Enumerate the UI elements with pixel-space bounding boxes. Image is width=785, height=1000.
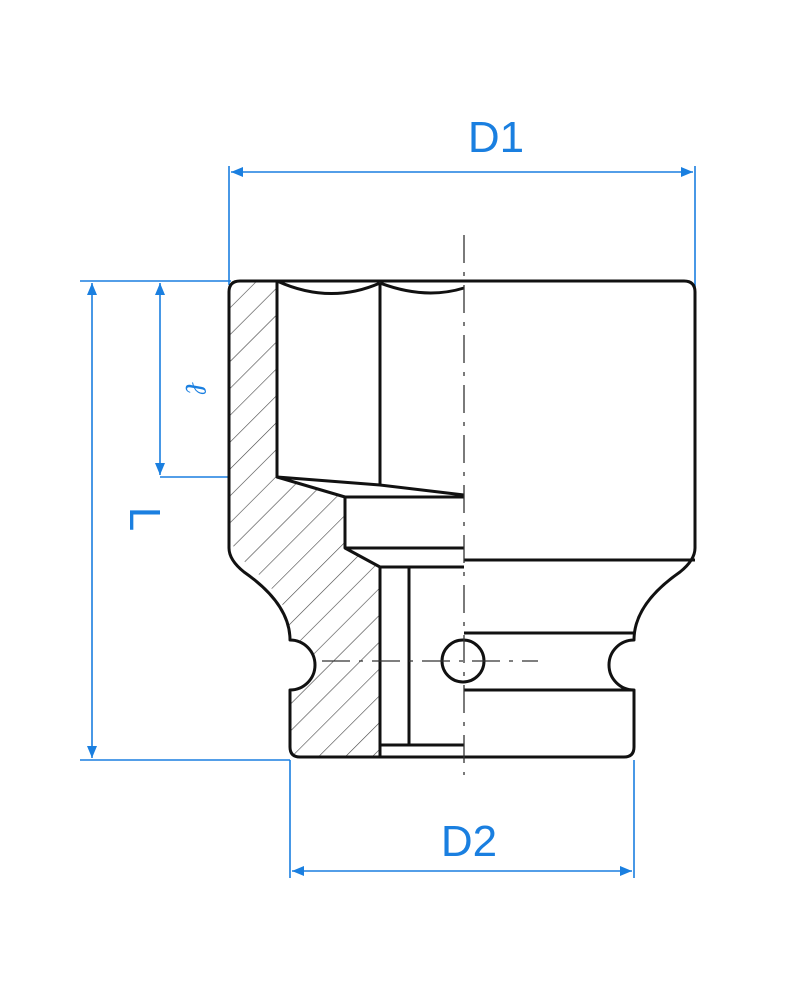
hex-facet-curve-right xyxy=(379,281,465,295)
L-label: L xyxy=(120,507,169,531)
hatched-section xyxy=(229,281,380,757)
dimension-d2 xyxy=(289,760,635,878)
d2-label: D2 xyxy=(441,817,497,866)
hex-bore-wall xyxy=(275,281,382,757)
d1-label: D1 xyxy=(468,113,524,162)
l-label: ℓ xyxy=(179,382,212,395)
dimension-L xyxy=(80,280,290,761)
outer-profile xyxy=(227,279,697,759)
dimension-d1 xyxy=(228,166,696,298)
hex-bottom-edge xyxy=(276,475,465,497)
hex-facet-curve-left xyxy=(276,279,381,295)
socket-outline xyxy=(227,279,697,759)
center-lines xyxy=(322,235,538,775)
